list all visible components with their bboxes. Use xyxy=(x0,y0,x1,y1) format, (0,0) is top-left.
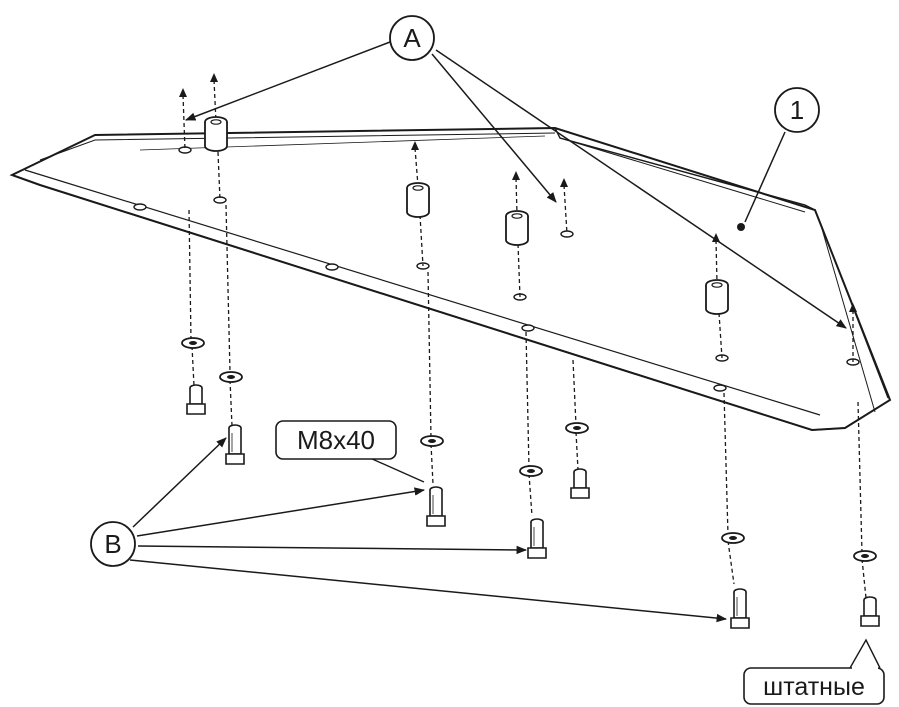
callout-b: B xyxy=(90,437,728,623)
callout-a-label: A xyxy=(403,23,421,53)
standard-bolt-callout: штатные xyxy=(743,638,885,705)
assembly-lines xyxy=(182,79,867,599)
standard-note-label: штатные xyxy=(763,673,865,701)
callout-part-1: 1 xyxy=(744,87,820,223)
bolt-size-label: M8x40 xyxy=(297,425,375,455)
skid-plate xyxy=(9,126,892,432)
up-arrow-tips xyxy=(179,73,857,312)
part-number-label: 1 xyxy=(790,95,804,125)
bolt-size-callout: M8x40 xyxy=(275,420,425,483)
callout-b-label: B xyxy=(104,529,121,559)
callout-a: A xyxy=(185,15,847,329)
